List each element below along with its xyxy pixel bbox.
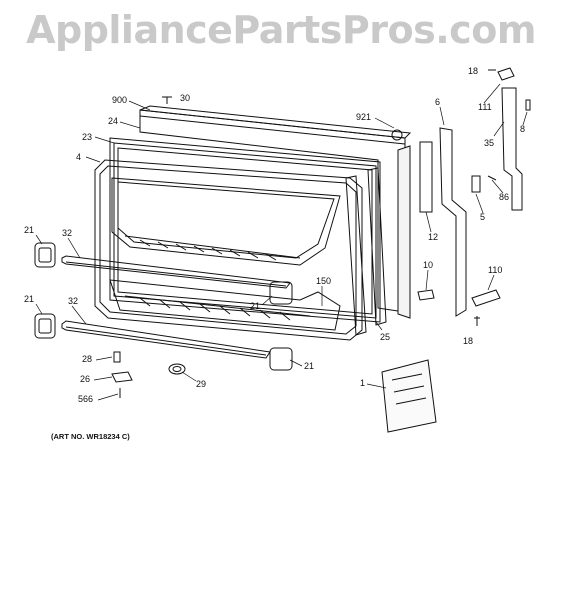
hinge-pin-5	[471, 175, 481, 193]
callout-21-lower-left: 21	[24, 294, 34, 304]
door-edge-strips	[345, 167, 387, 336]
callout-921: 921	[356, 112, 371, 122]
bracket-110	[471, 289, 501, 307]
end-cap-lower-left	[34, 313, 56, 339]
callout-111: 111	[478, 102, 492, 112]
callout-18-bottom: 18	[463, 336, 473, 346]
callout-566: 566	[78, 394, 93, 404]
callout-23: 23	[82, 132, 92, 142]
callout-30: 30	[180, 93, 190, 103]
watermark: AppliancePartsPros.com	[26, 8, 536, 52]
screw-30	[162, 96, 172, 104]
callout-12: 12	[428, 232, 438, 242]
hinge-cover-35	[501, 87, 523, 211]
callout-24: 24	[108, 116, 118, 126]
callout-28: 28	[82, 354, 92, 364]
callout-21-upper-left: 21	[24, 225, 34, 235]
end-cap-lower-right	[269, 347, 293, 371]
callout-21-lower-right: 21	[304, 361, 314, 371]
callout-32-lower: 32	[68, 296, 78, 306]
callout-25: 25	[380, 332, 390, 342]
callout-10: 10	[423, 260, 433, 270]
callout-5: 5	[480, 212, 485, 222]
callout-32-upper: 32	[62, 228, 72, 238]
hinge-12	[419, 141, 433, 213]
callout-110: 110	[488, 265, 502, 275]
manual-1	[381, 359, 437, 433]
callout-86: 86	[499, 192, 509, 202]
part-28	[113, 351, 121, 363]
bracket-10	[417, 289, 435, 301]
callout-1: 1	[360, 378, 365, 388]
shelf-rail-lower	[61, 320, 271, 359]
part-26	[111, 371, 133, 383]
hinge-cap-111	[497, 67, 515, 81]
callout-4: 4	[76, 152, 81, 162]
callout-150: 150	[316, 276, 331, 286]
callout-29: 29	[196, 379, 206, 389]
callout-21-upper-right: 21	[250, 301, 260, 311]
callout-26: 26	[80, 374, 90, 384]
screw-86	[487, 175, 497, 181]
callout-900: 900	[112, 95, 127, 105]
clip-8	[525, 99, 531, 111]
door-outer-panel	[139, 105, 412, 319]
hinge-bracket-6	[439, 127, 467, 317]
callout-35: 35	[484, 138, 494, 148]
callout-18-top: 18	[468, 66, 478, 76]
end-cap-upper-right	[269, 281, 293, 305]
callout-labels: 900 30 24 23 4 921 6 111 18 35 8 86 5 12…	[24, 66, 525, 404]
shelf-rail-upper	[61, 255, 291, 289]
door-liner	[94, 159, 363, 341]
plug-29	[168, 363, 186, 375]
leader-lines	[35, 83, 528, 401]
callout-8: 8	[520, 124, 525, 134]
screw-18-bottom	[474, 316, 480, 326]
end-cap-upper-left	[34, 242, 56, 268]
art-number: (ART NO. WR18234 C)	[51, 432, 130, 441]
callout-6: 6	[435, 97, 440, 107]
